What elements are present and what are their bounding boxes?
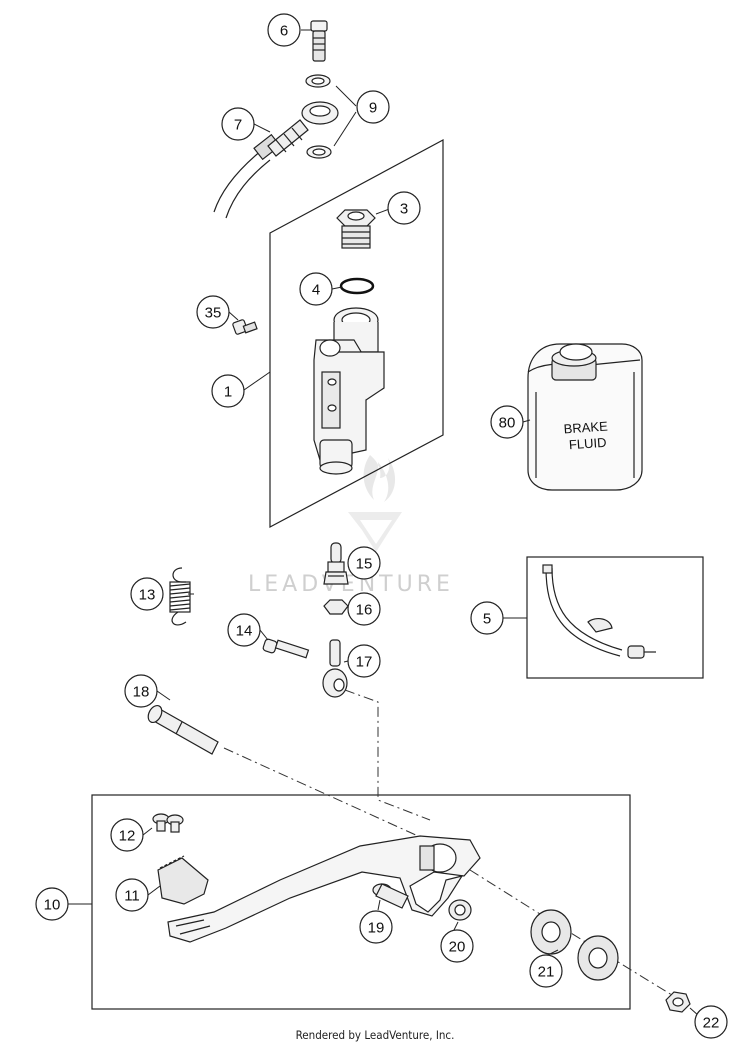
footer-credit: Rendered by LeadVenture, Inc. [295,1028,455,1042]
callout-14: 14 [227,613,261,647]
pin-bolt-part [262,638,310,659]
callout-22-label: 22 [703,1015,720,1032]
callout-7: 7 [221,107,255,141]
callout-13-label: 13 [139,587,156,604]
bleed-valve-part [323,542,349,585]
clevis-part [322,639,348,698]
callout-7-label: 7 [234,117,242,134]
callout-3: 3 [387,191,421,225]
fluid-label-line-2: FLUID [568,435,607,453]
callout-9: 9 [356,90,390,124]
callout-18-label: 18 [133,684,150,701]
callout-21-label: 21 [538,964,555,981]
bushing-part [448,899,472,921]
callout-35: 35 [196,295,230,329]
callout-15: 15 [347,546,381,580]
callout-1-label: 1 [224,384,232,401]
callout-13: 13 [130,577,164,611]
callout-80: 80 [490,405,524,439]
pivot-pin-part [147,704,219,755]
callout-9-label: 9 [369,100,377,117]
callout-16: 16 [347,592,381,626]
callout-6-label: 6 [280,23,288,40]
callout-12-label: 12 [119,828,136,845]
callout-10-label: 10 [44,897,61,914]
callout-80-label: 80 [499,415,516,432]
callout-19-label: 19 [368,920,385,937]
callout-14-label: 14 [236,623,253,640]
callout-17: 17 [347,644,381,678]
brake-line-part [542,564,656,659]
reservoir-cap-part [336,209,376,249]
bearing-parts [530,909,619,981]
callout-15-label: 15 [356,556,373,573]
brake-fluid-can-part: BRAKE FLUID [527,343,643,491]
callout-4: 4 [299,272,333,306]
callout-leaders [68,29,700,1017]
callout-5: 5 [470,601,504,635]
pedal-group-frame [91,794,631,1010]
callout-4-label: 4 [312,282,320,299]
master-cylinder-part [313,307,385,475]
callout-10: 10 [35,887,69,921]
callout-16-label: 16 [356,602,373,619]
stop-bolt-part [372,883,409,909]
master-cylinder-group-frame [269,138,444,528]
callout-6: 6 [267,13,301,47]
callout-19: 19 [359,910,393,944]
brake-pedal-part [167,835,481,943]
callout-11-label: 11 [124,888,140,905]
o-ring-part [339,277,375,295]
callout-1: 1 [211,374,245,408]
fluid-label-line-1: BRAKE [563,418,608,436]
watermark-text: LEADVENTURE [248,572,454,597]
callout-12: 12 [110,818,144,852]
callout-21: 21 [529,954,563,988]
pedal-tip-part [157,855,209,905]
callout-17-label: 17 [356,654,373,671]
callout-35-label: 35 [205,305,222,322]
watermark-logo [348,455,402,552]
callout-20: 20 [440,929,474,963]
callout-3-label: 3 [400,201,408,218]
pedal-nut-part [665,991,691,1013]
callout-22: 22 [694,1005,728,1039]
washer-parts [305,74,332,159]
brake-hose-part [213,101,339,219]
nut-part [323,599,349,615]
spring-part [169,567,191,626]
callout-20-label: 20 [449,939,466,956]
callout-5-label: 5 [483,611,491,628]
callout-11: 11 [115,878,149,912]
screw-part [232,319,258,335]
banjo-bolt-part [310,20,328,62]
brake-line-inset-frame [526,556,704,679]
callout-18: 18 [124,674,158,708]
rivet-parts [152,813,184,833]
